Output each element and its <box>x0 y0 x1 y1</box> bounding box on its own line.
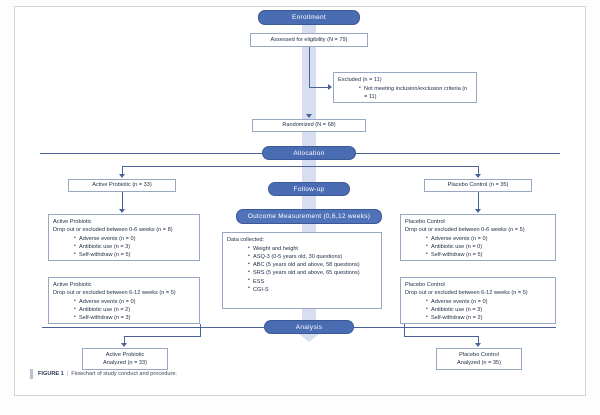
dropout-item: Adverse events (n = 0) <box>74 298 195 306</box>
data-collected-item: Weight and height <box>248 245 377 253</box>
node-dropout-placebo-6-12: Placebo Control Drop out or excluded bet… <box>400 277 556 324</box>
dropout-active-0-6-header: Drop out or excluded between 0-6 weeks (… <box>53 227 173 234</box>
node-dropout-active-0-6: Active Probiotic Drop out or excluded be… <box>48 214 200 261</box>
connector-to-excluded <box>309 87 329 88</box>
allocation-rule-right <box>356 153 560 154</box>
dropout-item: Adverse events (n = 0) <box>74 235 195 243</box>
node-active-allocation-label: Active Probiotic (n = 33) <box>92 182 152 189</box>
node-excluded: Excluded (n = 11) Not meeting inclusion/… <box>333 72 477 103</box>
banner-analysis: Analysis <box>264 320 354 334</box>
connector-active-elbow-vert <box>200 324 201 336</box>
caption-separator: | <box>66 371 69 377</box>
node-placebo-analyzed: Placebo Control Analyzed (n = 35) <box>436 348 522 370</box>
connector-assessed-down <box>309 47 310 87</box>
connector-active-to-dropout1 <box>122 192 123 210</box>
dropout-item: Antibiotic use (n = 2) <box>74 306 195 314</box>
node-randomized-label: Randomized (N = 68) <box>282 122 336 129</box>
banner-outcome-measurement-label: Outcome Measurement (0,6,12 weeks) <box>247 213 371 220</box>
dropout-item: Antibiotic use (n = 0) <box>426 243 551 251</box>
analysis-rule-left <box>42 327 264 328</box>
connector-placebo-to-dropout1 <box>478 192 479 210</box>
banner-outcome-measurement: Outcome Measurement (0,6,12 weeks) <box>236 209 382 224</box>
dropout-item: Self-withdraw (n = 5) <box>74 251 195 259</box>
data-collected-header: Data collected: <box>227 237 265 243</box>
connector-placebo-dropout1-arrowhead <box>475 209 481 213</box>
dropout-item: Self-withdraw (n = 3) <box>74 314 195 322</box>
banner-enrollment-label: Enrollment <box>291 14 327 21</box>
connector-split-right <box>478 166 479 175</box>
data-collected-item: ESS <box>248 277 377 286</box>
node-placebo-allocation: Placebo Control (n = 35) <box>424 179 532 192</box>
caption-text: Flowchart of study conduct and procedure… <box>71 371 177 377</box>
dropout-item: Antibiotic use (n = 3) <box>74 243 195 251</box>
dropout-active-6-12-header: Drop out or excluded between 6-12 weeks … <box>53 290 176 297</box>
dropout-placebo-6-12-header: Drop out or excluded between 6-12 weeks … <box>405 290 528 297</box>
dropout-active-0-6-group: Active Probiotic <box>53 219 92 225</box>
banner-allocation-label: Allocation <box>293 149 325 157</box>
data-collected-item: SRS (5 years old and above, 65 questions… <box>248 269 377 277</box>
dropout-placebo-0-6-group: Placebo Control <box>405 219 445 225</box>
node-dropout-placebo-0-6: Placebo Control Drop out or excluded bet… <box>400 214 556 261</box>
connector-active-dropout1-arrowhead <box>119 209 125 213</box>
connector-active-analyzed-drop <box>124 336 125 344</box>
connector-excluded-arrowhead <box>328 84 332 90</box>
dropout-active-0-6-list: Adverse events (n = 0) Antibiotic use (n… <box>53 235 195 259</box>
connector-placebo-elbow-horz <box>404 336 478 337</box>
connector-split-horizontal <box>122 166 478 167</box>
dropout-item: Adverse events (n = 0) <box>426 235 551 243</box>
excluded-list: Not meeting inclusion/exclusion criteria… <box>338 85 472 101</box>
allocation-rule-left <box>40 153 262 154</box>
connector-randomized-arrowhead <box>306 114 312 118</box>
active-analyzed-line2: Analyzed (n = 33) <box>103 360 147 366</box>
active-analyzed-line1: Active Probiotic <box>105 351 145 358</box>
banner-enrollment: Enrollment <box>258 10 360 25</box>
node-data-collected: Data collected: Weight and height ASQ-3 … <box>222 232 382 309</box>
node-assessed-for-eligibility: Assessed for eligibility (N = 79) <box>250 33 368 47</box>
node-randomized: Randomized (N = 68) <box>252 119 366 132</box>
node-assessed-label: Assessed for eligibility (N = 79) <box>270 36 348 43</box>
dropout-placebo-6-12-group: Placebo Control <box>405 282 445 288</box>
node-active-analyzed: Active Probiotic Analyzed (n = 33) <box>82 348 168 370</box>
dropout-active-6-12-group: Active Probiotic <box>53 282 92 288</box>
dropout-item: Self-withdraw (n = 5) <box>426 251 551 259</box>
banner-followup: Follow-up <box>268 182 350 196</box>
dropout-item: Adverse events (n = 0) <box>426 298 551 306</box>
figure-caption: FIGURE 1 | Flowchart of study conduct an… <box>38 371 177 377</box>
excluded-item: Not meeting inclusion/exclusion criteria… <box>359 85 472 101</box>
connector-placebo-elbow-vert <box>404 324 405 336</box>
banner-allocation: Allocation <box>262 146 356 160</box>
placebo-analyzed-line1: Placebo Control <box>459 351 499 358</box>
connector-active-analyzed-arrowhead <box>121 343 127 347</box>
node-active-allocation: Active Probiotic (n = 33) <box>68 179 176 192</box>
connector-active-arrowhead <box>119 174 125 178</box>
connector-placebo-analyzed-arrowhead <box>475 343 481 347</box>
dropout-item: Self-withdraw (n = 2) <box>426 314 551 322</box>
dropout-placebo-0-6-header: Drop out or excluded between 0-6 weeks (… <box>405 227 525 234</box>
data-collected-list: Weight and height ASQ-3 (0-5 years old, … <box>227 245 377 294</box>
banner-analysis-label: Analysis <box>295 323 323 331</box>
data-collected-item: ABC (5 years old and above, 58 questions… <box>248 261 377 269</box>
connector-placebo-analyzed-drop <box>478 336 479 344</box>
dropout-item: Antibiotic use (n = 3) <box>426 306 551 314</box>
figure-number: FIGURE 1 <box>38 371 64 377</box>
placebo-analyzed-line2: Analyzed (n = 35) <box>457 360 501 366</box>
dropout-placebo-6-12-list: Adverse events (n = 0) Antibiotic use (n… <box>405 298 551 322</box>
excluded-header: Excluded (n = 11) <box>338 77 382 83</box>
connector-placebo-arrowhead <box>475 174 481 178</box>
data-collected-item: CGI-S <box>248 285 377 294</box>
caption-accent-bar <box>30 369 33 379</box>
banner-followup-label: Follow-up <box>293 185 325 193</box>
connector-split-left <box>122 166 123 175</box>
analysis-rule-right <box>354 327 556 328</box>
data-collected-item: ASQ-3 (0-5 years old, 30 questions) <box>248 253 377 261</box>
dropout-placebo-0-6-list: Adverse events (n = 0) Antibiotic use (n… <box>405 235 551 259</box>
node-dropout-active-6-12: Active Probiotic Drop out or excluded be… <box>48 277 200 324</box>
connector-active-elbow-horz <box>124 336 201 337</box>
node-placebo-allocation-label: Placebo Control (n = 35) <box>447 182 509 189</box>
dropout-active-6-12-list: Adverse events (n = 0) Antibiotic use (n… <box>53 298 195 322</box>
